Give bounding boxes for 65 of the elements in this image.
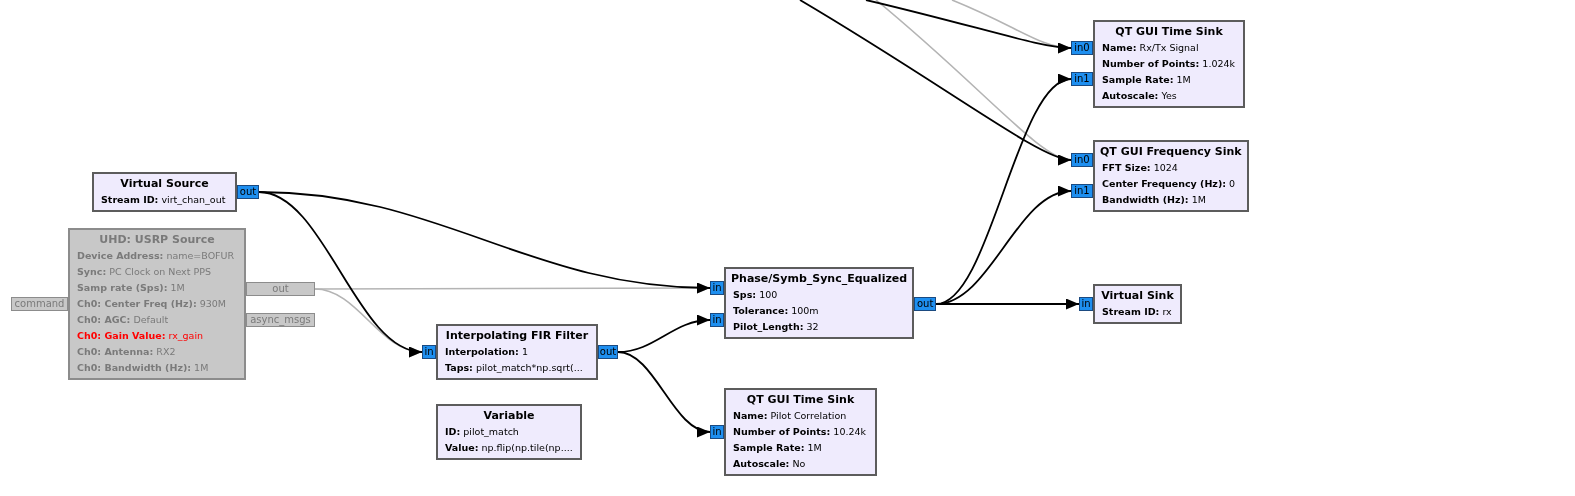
flowgraph-block [92,172,237,212]
block-title: Phase/Symb_Sync_Equalized [731,271,908,287]
block-parameter: Ch0: AGC: Default [76,313,170,327]
flowgraph-block [1093,284,1182,324]
output-port: out [246,282,315,296]
block-parameter: Sync: PC Clock on Next PPS [76,265,212,279]
block-parameter: Ch0: Center Freq (Hz): 930M [76,297,228,311]
block-parameter: Ch0: Antenna: RX2 [76,345,177,359]
input-port: in [422,345,436,359]
connection-arrow [258,191,423,355]
block-parameter: Device Address: name=BOFUR [76,249,236,263]
flowgraph-block [68,228,246,380]
output-port: out [598,345,618,359]
output-port: async_msgs [246,313,315,327]
block-title: QT GUI Time Sink [745,392,856,408]
output-port: out [237,185,259,199]
block-title: Virtual Sink [1100,288,1175,304]
block-parameter: Ch0: Bandwidth (Hz): 1M [76,361,210,375]
block-parameter: Autoscale: No [732,457,807,471]
flowgraph-block [436,324,598,380]
output-port: out [914,297,937,311]
input-port: in [1079,297,1093,311]
block-parameter: Taps: pilot_match*np.sqrt(... [444,361,584,375]
block-parameter: Name: Rx/Tx Signal [1101,41,1200,55]
flowgraph-block [436,404,582,460]
connection-arrow [617,351,711,436]
flowgraph-block [1093,20,1245,108]
input-port: in [710,313,724,327]
block-title: QT GUI Frequency Sink [1100,144,1242,160]
block-parameter: Number of Points: 1.024k [1101,57,1237,71]
input-port: in0 [1071,41,1093,55]
input-port: in1 [1071,184,1093,198]
block-parameter: Center Frequency (Hz): 0 [1101,177,1237,191]
input-port: in [710,425,724,439]
block-parameter: Samp rate (Sps): 1M [76,281,186,295]
input-port: in1 [1071,72,1093,86]
block-parameter: Tolerance: 100m [732,304,820,318]
block-parameter: Bandwidth (Hz): 1M [1101,193,1207,207]
block-parameter: Stream ID: virt_chan_out [100,193,227,207]
block-title: Interpolating FIR Filter [444,328,590,344]
block-parameter: Sample Rate: 1M [732,441,823,455]
input-port: command [11,297,68,311]
block-parameter: Name: Pilot Correlation [732,409,848,423]
block-parameter: Pilot_Length: 32 [732,320,820,334]
flowgraph-block [724,267,915,339]
block-parameter: Value: np.flip(np.tile(np.... [444,441,574,455]
block-parameter: Ch0: Gain Value: rx_gain [76,329,205,343]
input-port: in0 [1071,153,1093,167]
flowgraph-block [1093,140,1249,212]
block-parameter: FFT Size: 1024 [1101,161,1179,175]
block-parameter: Autoscale: Yes [1101,89,1178,103]
block-parameter: Number of Points: 10.24k [732,425,868,439]
block-title: QT GUI Time Sink [1114,24,1224,40]
block-parameter: Sample Rate: 1M [1101,73,1192,87]
connection-arrow [865,0,1072,53]
block-title: Virtual Source [119,176,210,192]
input-port: in [710,281,724,295]
block-parameter: Interpolation: 1 [444,345,529,359]
flowgraph-block [724,388,877,476]
block-parameter: Stream ID: rx [1101,305,1173,319]
block-parameter: Sps: 100 [732,288,779,302]
block-parameter: ID: pilot_match [444,425,520,439]
block-title: UHD: USRP Source [98,232,216,248]
connection-arrow [799,0,1072,164]
block-title: Variable [482,408,536,424]
